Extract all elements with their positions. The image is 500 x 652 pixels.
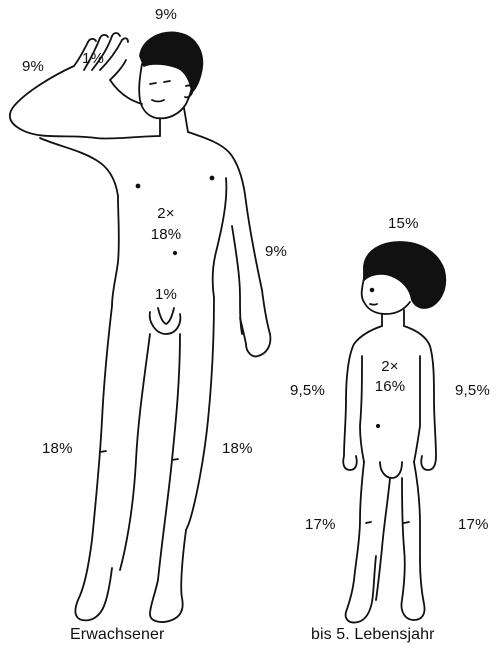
child-caption: bis 5. Lebensjahr — [311, 626, 435, 644]
child-trunk-value: 16% — [368, 378, 412, 395]
child-figure — [343, 242, 445, 623]
adult-trunk-value: 18% — [146, 226, 186, 243]
adult-leg-left-percent: 18% — [42, 440, 73, 457]
child-leg-left-percent: 17% — [305, 516, 336, 533]
child-head-percent: 15% — [388, 215, 419, 232]
adult-caption: Erwachsener — [70, 626, 164, 644]
adult-arm-left-percent: 9% — [22, 58, 44, 75]
child-arm-left-percent: 9,5% — [290, 382, 325, 399]
adult-trunk-multiplier: 2× — [146, 205, 186, 222]
adult-figure — [10, 32, 271, 622]
adult-genital-percent: 1% — [155, 286, 177, 303]
adult-trunk-percent: 2× 18% — [146, 205, 186, 243]
adult-head-percent: 9% — [155, 6, 177, 23]
adult-arm-right-percent: 9% — [265, 243, 287, 260]
child-trunk-percent: 2× 16% — [368, 358, 412, 395]
child-trunk-multiplier: 2× — [368, 358, 412, 375]
child-leg-right-percent: 17% — [458, 516, 489, 533]
adult-hand-percent: 1% — [82, 50, 104, 67]
child-arm-right-percent: 9,5% — [455, 382, 490, 399]
adult-leg-right-percent: 18% — [222, 440, 253, 457]
